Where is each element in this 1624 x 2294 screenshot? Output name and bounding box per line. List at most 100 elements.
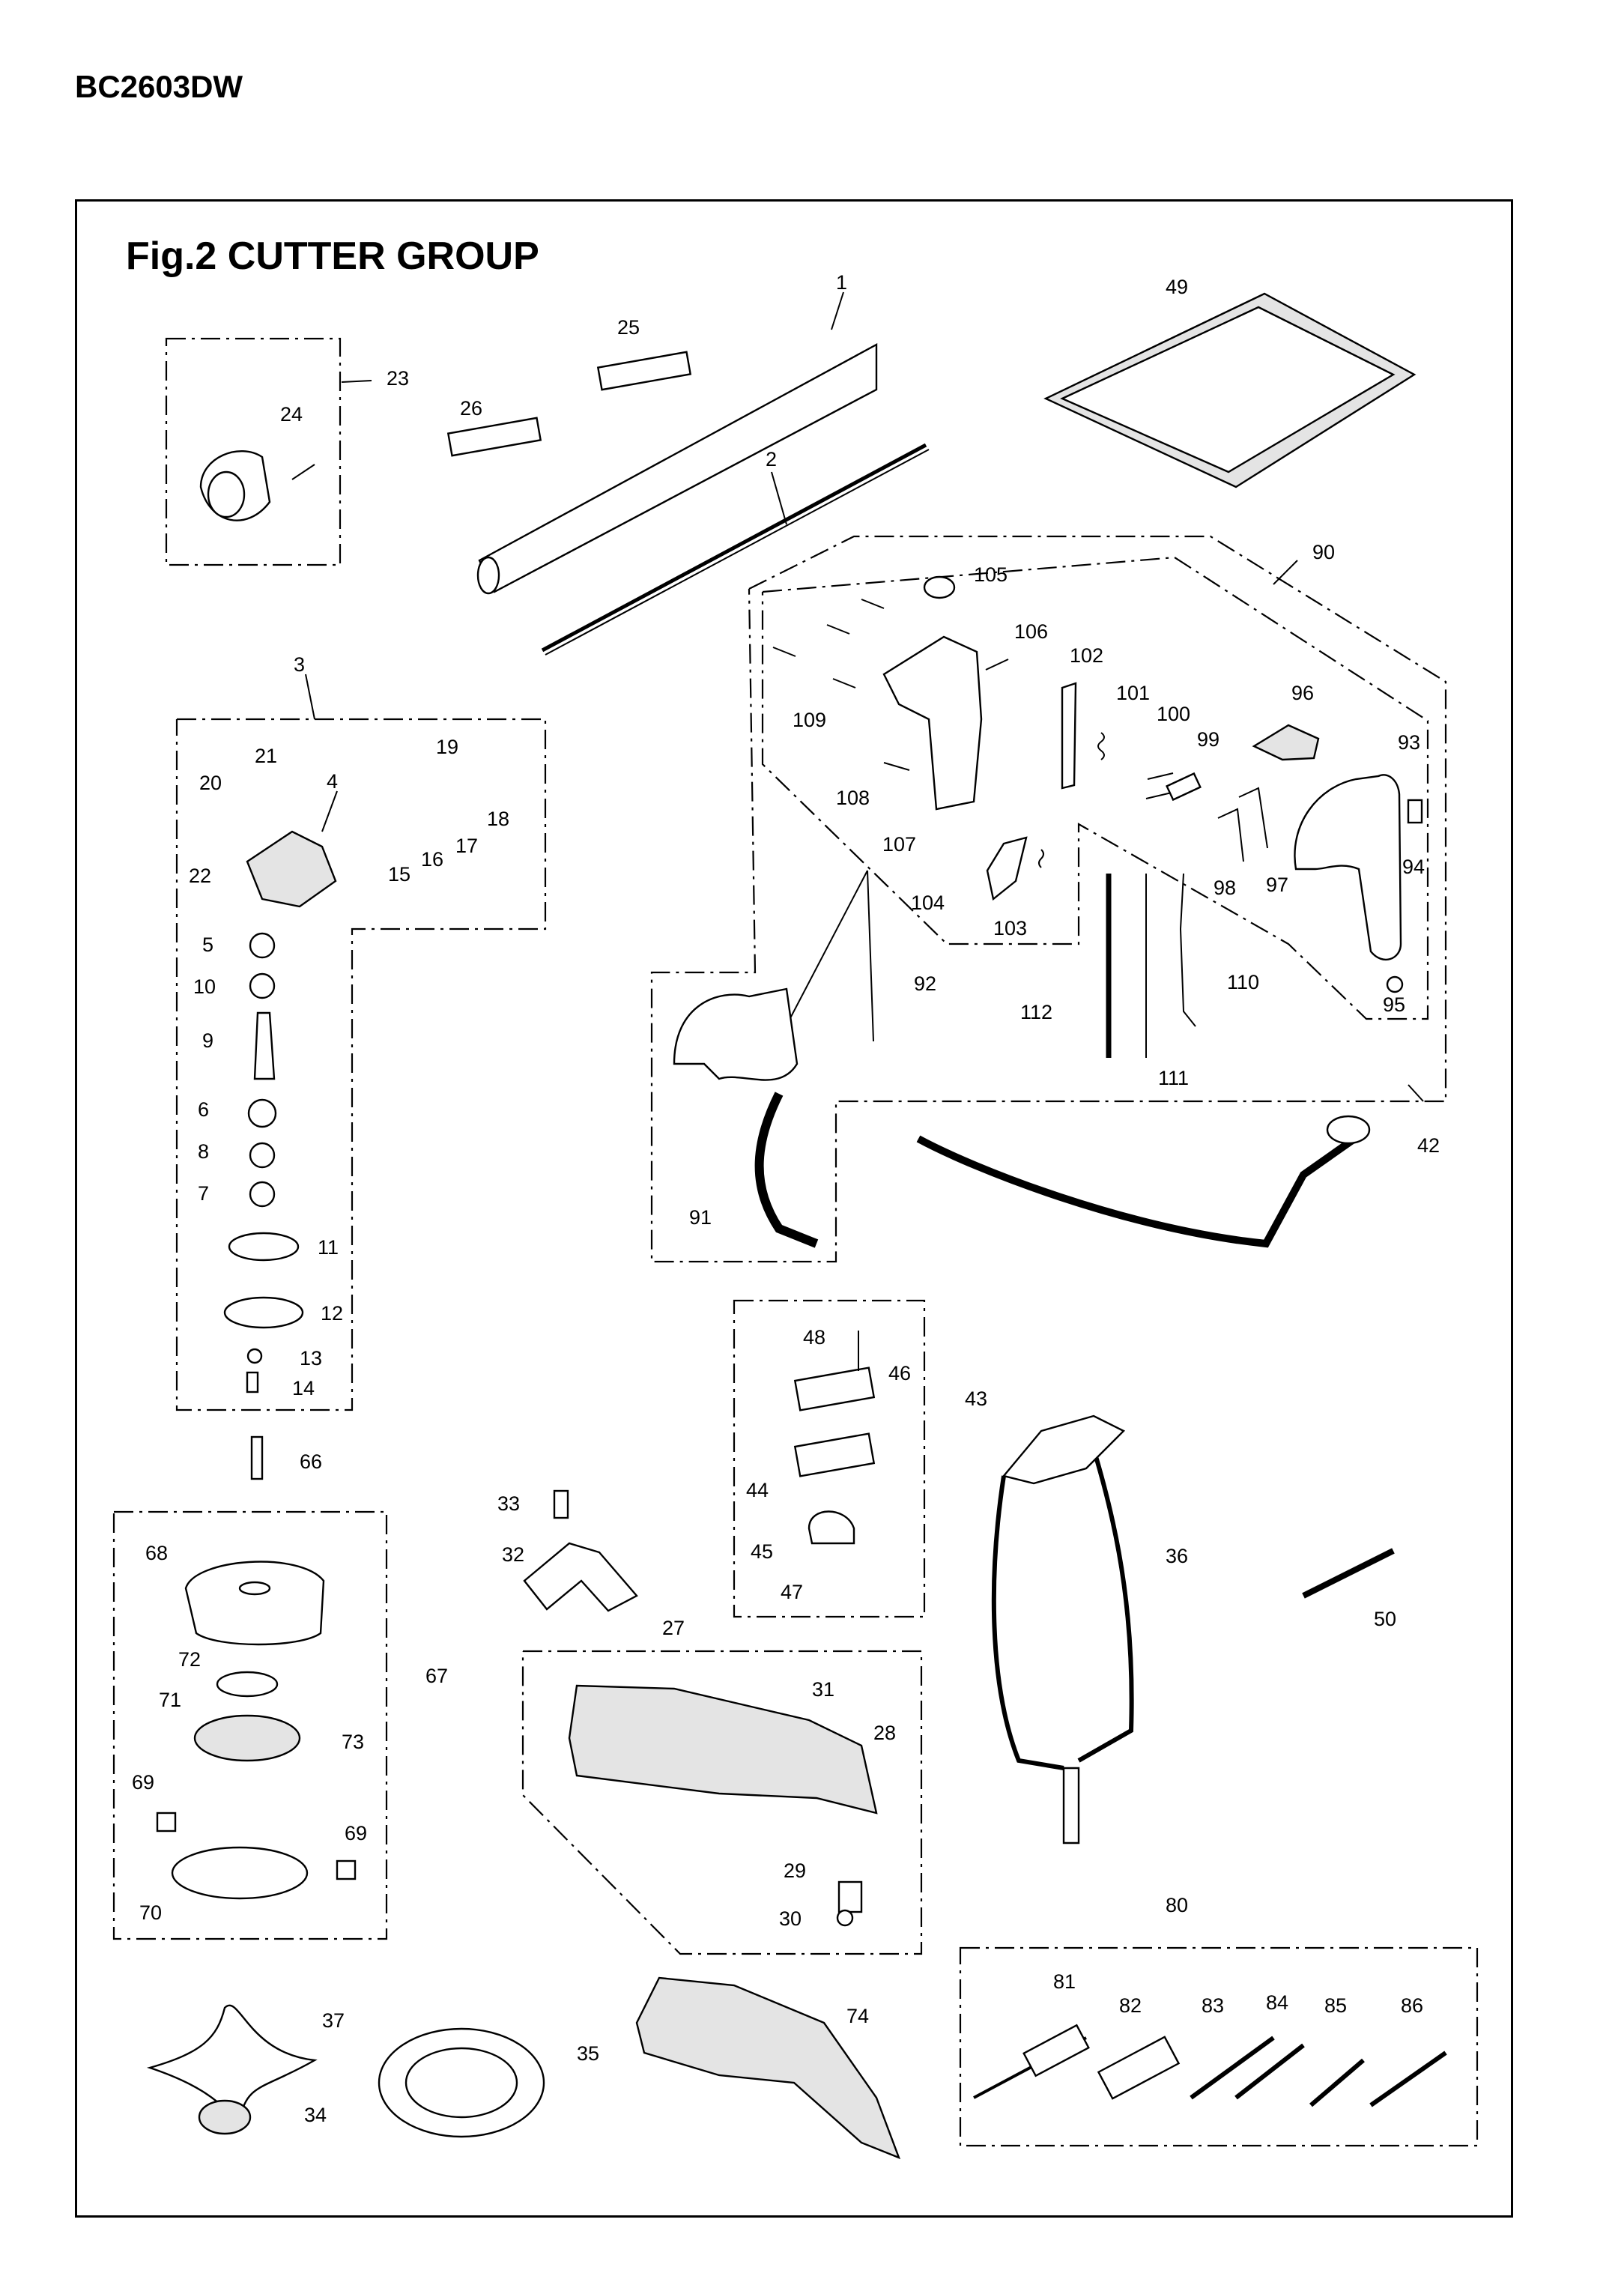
callout-86: 86 [1401, 1994, 1423, 2017]
callout-91: 91 [689, 1206, 712, 1229]
callout-99: 99 [1197, 728, 1219, 751]
group-box-43 [733, 1299, 926, 1618]
callout-14: 14 [292, 1377, 315, 1399]
leader-lines [305, 291, 1424, 1102]
callout-97: 97 [1266, 874, 1288, 896]
callout-106: 106 [1014, 620, 1048, 643]
callout-17: 17 [455, 835, 478, 857]
callout-48: 48 [803, 1326, 825, 1349]
callout-20: 20 [199, 772, 222, 794]
callout-42: 42 [1417, 1134, 1440, 1157]
callout-46: 46 [888, 1362, 911, 1384]
callout-92: 92 [914, 972, 936, 995]
callout-28: 28 [873, 1722, 896, 1744]
callout-94: 94 [1402, 856, 1425, 878]
callout-26: 26 [460, 397, 482, 420]
group-box-23 [165, 337, 342, 566]
callout-66: 66 [300, 1450, 322, 1473]
callout-6: 6 [198, 1098, 209, 1121]
callout-95: 95 [1383, 993, 1405, 1016]
callout-7: 7 [198, 1182, 209, 1205]
callout-112: 112 [1020, 1001, 1052, 1023]
callout-23: 23 [387, 367, 409, 390]
group-box-3 [175, 718, 547, 1411]
callout-24: 24 [280, 403, 303, 426]
callout-22: 22 [189, 865, 211, 887]
callout-90: 90 [1312, 541, 1335, 563]
figure-title: Fig.2 CUTTER GROUP [126, 234, 539, 278]
callout-8: 8 [198, 1140, 209, 1163]
callout-18: 18 [487, 808, 509, 830]
callout-98: 98 [1214, 877, 1236, 899]
callout-110: 110 [1227, 971, 1259, 993]
part-28-guard [568, 1684, 878, 1815]
callout-80: 80 [1166, 1894, 1188, 1916]
callout-69-left: 69 [132, 1771, 154, 1794]
callout-102: 102 [1070, 644, 1103, 667]
part-107-handle-base [882, 635, 983, 811]
callout-49: 49 [1166, 276, 1188, 298]
callout-101: 101 [1116, 682, 1150, 704]
callout-109: 109 [793, 709, 826, 731]
callout-43: 43 [965, 1387, 987, 1410]
callout-105: 105 [974, 563, 1008, 586]
part-94-grip [1294, 774, 1402, 960]
model-number: BC2603DW [75, 69, 243, 104]
group-box-80 [959, 1946, 1479, 2147]
callout-68: 68 [145, 1542, 168, 1564]
group-box-27 [521, 1650, 923, 1955]
callout-82: 82 [1119, 1994, 1142, 2017]
callout-72: 72 [178, 1648, 201, 1671]
part-91-front-handle [673, 987, 799, 1081]
callout-15: 15 [388, 863, 410, 886]
group-box-90 [650, 535, 1447, 1263]
diagram-frame [75, 199, 1513, 2218]
callout-27: 27 [662, 1617, 685, 1639]
group-box-92 [761, 556, 1429, 1020]
callout-37: 37 [322, 2009, 345, 2032]
callout-70: 70 [139, 1901, 162, 1924]
part-74-guard [635, 1976, 901, 2160]
callout-69-right: 69 [345, 1822, 367, 1844]
callout-50: 50 [1374, 1608, 1396, 1630]
callout-104: 104 [911, 892, 945, 914]
callout-103: 103 [993, 917, 1027, 939]
part-1-shaft-pipe [476, 342, 878, 595]
callout-74: 74 [846, 2005, 869, 2027]
callout-13: 13 [300, 1347, 322, 1370]
callout-73: 73 [342, 1731, 364, 1753]
callout-4: 4 [327, 770, 338, 793]
callout-32: 32 [502, 1543, 524, 1566]
callout-93: 93 [1398, 731, 1420, 754]
callout-21: 21 [255, 745, 277, 767]
callout-11: 11 [318, 1236, 339, 1259]
callout-84: 84 [1266, 1991, 1288, 2014]
callout-96: 96 [1291, 682, 1314, 704]
callout-3: 3 [294, 653, 305, 676]
callout-5: 5 [202, 933, 213, 956]
callout-25: 25 [617, 316, 640, 339]
part-4-gear-case [246, 830, 337, 908]
callout-44: 44 [746, 1479, 769, 1501]
callout-31: 31 [812, 1678, 834, 1701]
callout-10: 10 [193, 975, 216, 998]
callout-67: 67 [425, 1665, 448, 1687]
callout-12: 12 [321, 1302, 343, 1325]
callout-100: 100 [1157, 703, 1190, 725]
callout-81: 81 [1053, 1970, 1076, 1993]
callout-19: 19 [436, 736, 458, 758]
callout-107: 107 [882, 833, 916, 856]
callout-47: 47 [781, 1581, 803, 1603]
callout-2: 2 [766, 448, 777, 470]
part-68-cover [184, 1561, 325, 1646]
callout-16: 16 [421, 848, 443, 871]
callout-34: 34 [304, 2104, 327, 2126]
callout-1: 1 [836, 271, 847, 294]
callout-111: 111 [1158, 1067, 1189, 1089]
callout-36: 36 [1166, 1545, 1188, 1567]
callout-83: 83 [1202, 1994, 1224, 2017]
callout-45: 45 [751, 1540, 773, 1563]
callout-71: 71 [159, 1689, 181, 1711]
callout-30: 30 [779, 1907, 802, 1930]
